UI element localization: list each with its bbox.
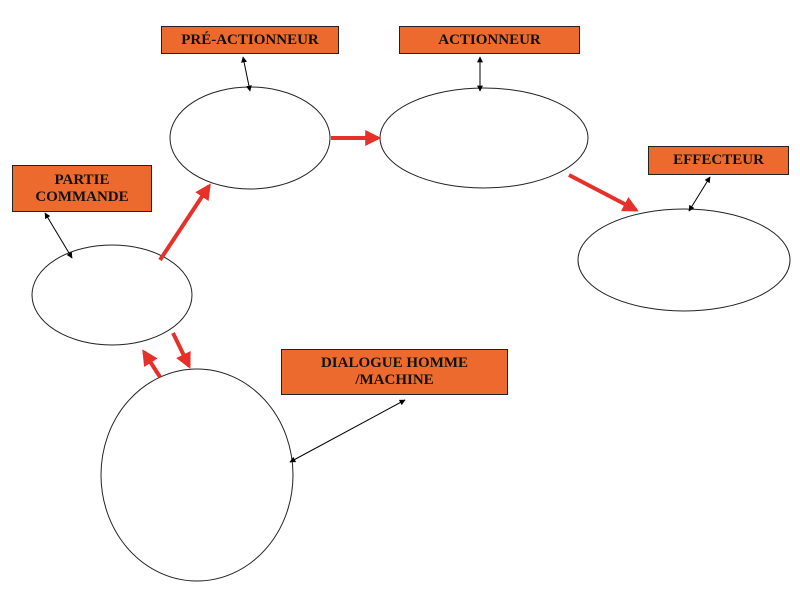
flow-arrow-actionneur-to-effecteur [568, 173, 639, 212]
label-dialogue-homme-machine-text: DIALOGUE HOMME /MACHINE [320, 355, 469, 388]
label-dialogue-homme-machine: DIALOGUE HOMME /MACHINE [281, 349, 508, 395]
node-actionneur [379, 87, 589, 189]
label-effecteur-text: EFFECTEUR [673, 152, 764, 168]
pointer-arrow-pre-actionneur [241, 56, 252, 92]
node-partie-commande [31, 244, 193, 346]
label-pre-actionneur-text: PRÉ-ACTIONNEUR [181, 31, 319, 48]
flow-arrow-commande-to-dialogue [171, 332, 191, 369]
label-actionneur-text: ACTIONNEUR [438, 31, 541, 48]
flow-arrow-dialogue-to-commande [142, 349, 162, 379]
label-partie-commande: PARTIE COMMANDE [12, 165, 152, 212]
label-actionneur: ACTIONNEUR [399, 26, 580, 54]
label-effecteur: EFFECTEUR [648, 146, 789, 175]
pointer-arrow-dialogue [289, 399, 406, 463]
node-pre-actionneur [169, 86, 331, 190]
pointer-arrow-effecteur [688, 176, 711, 212]
pointer-arrow-partie-commande [44, 212, 73, 259]
label-partie-commande-text: PARTIE COMMANDE [35, 171, 129, 205]
flow-arrow-commande-to-pre-actionneur [158, 183, 211, 262]
node-effecteur [577, 208, 791, 312]
label-pre-actionneur: PRÉ-ACTIONNEUR [161, 26, 339, 54]
node-dialogue-homme-machine [100, 368, 294, 582]
